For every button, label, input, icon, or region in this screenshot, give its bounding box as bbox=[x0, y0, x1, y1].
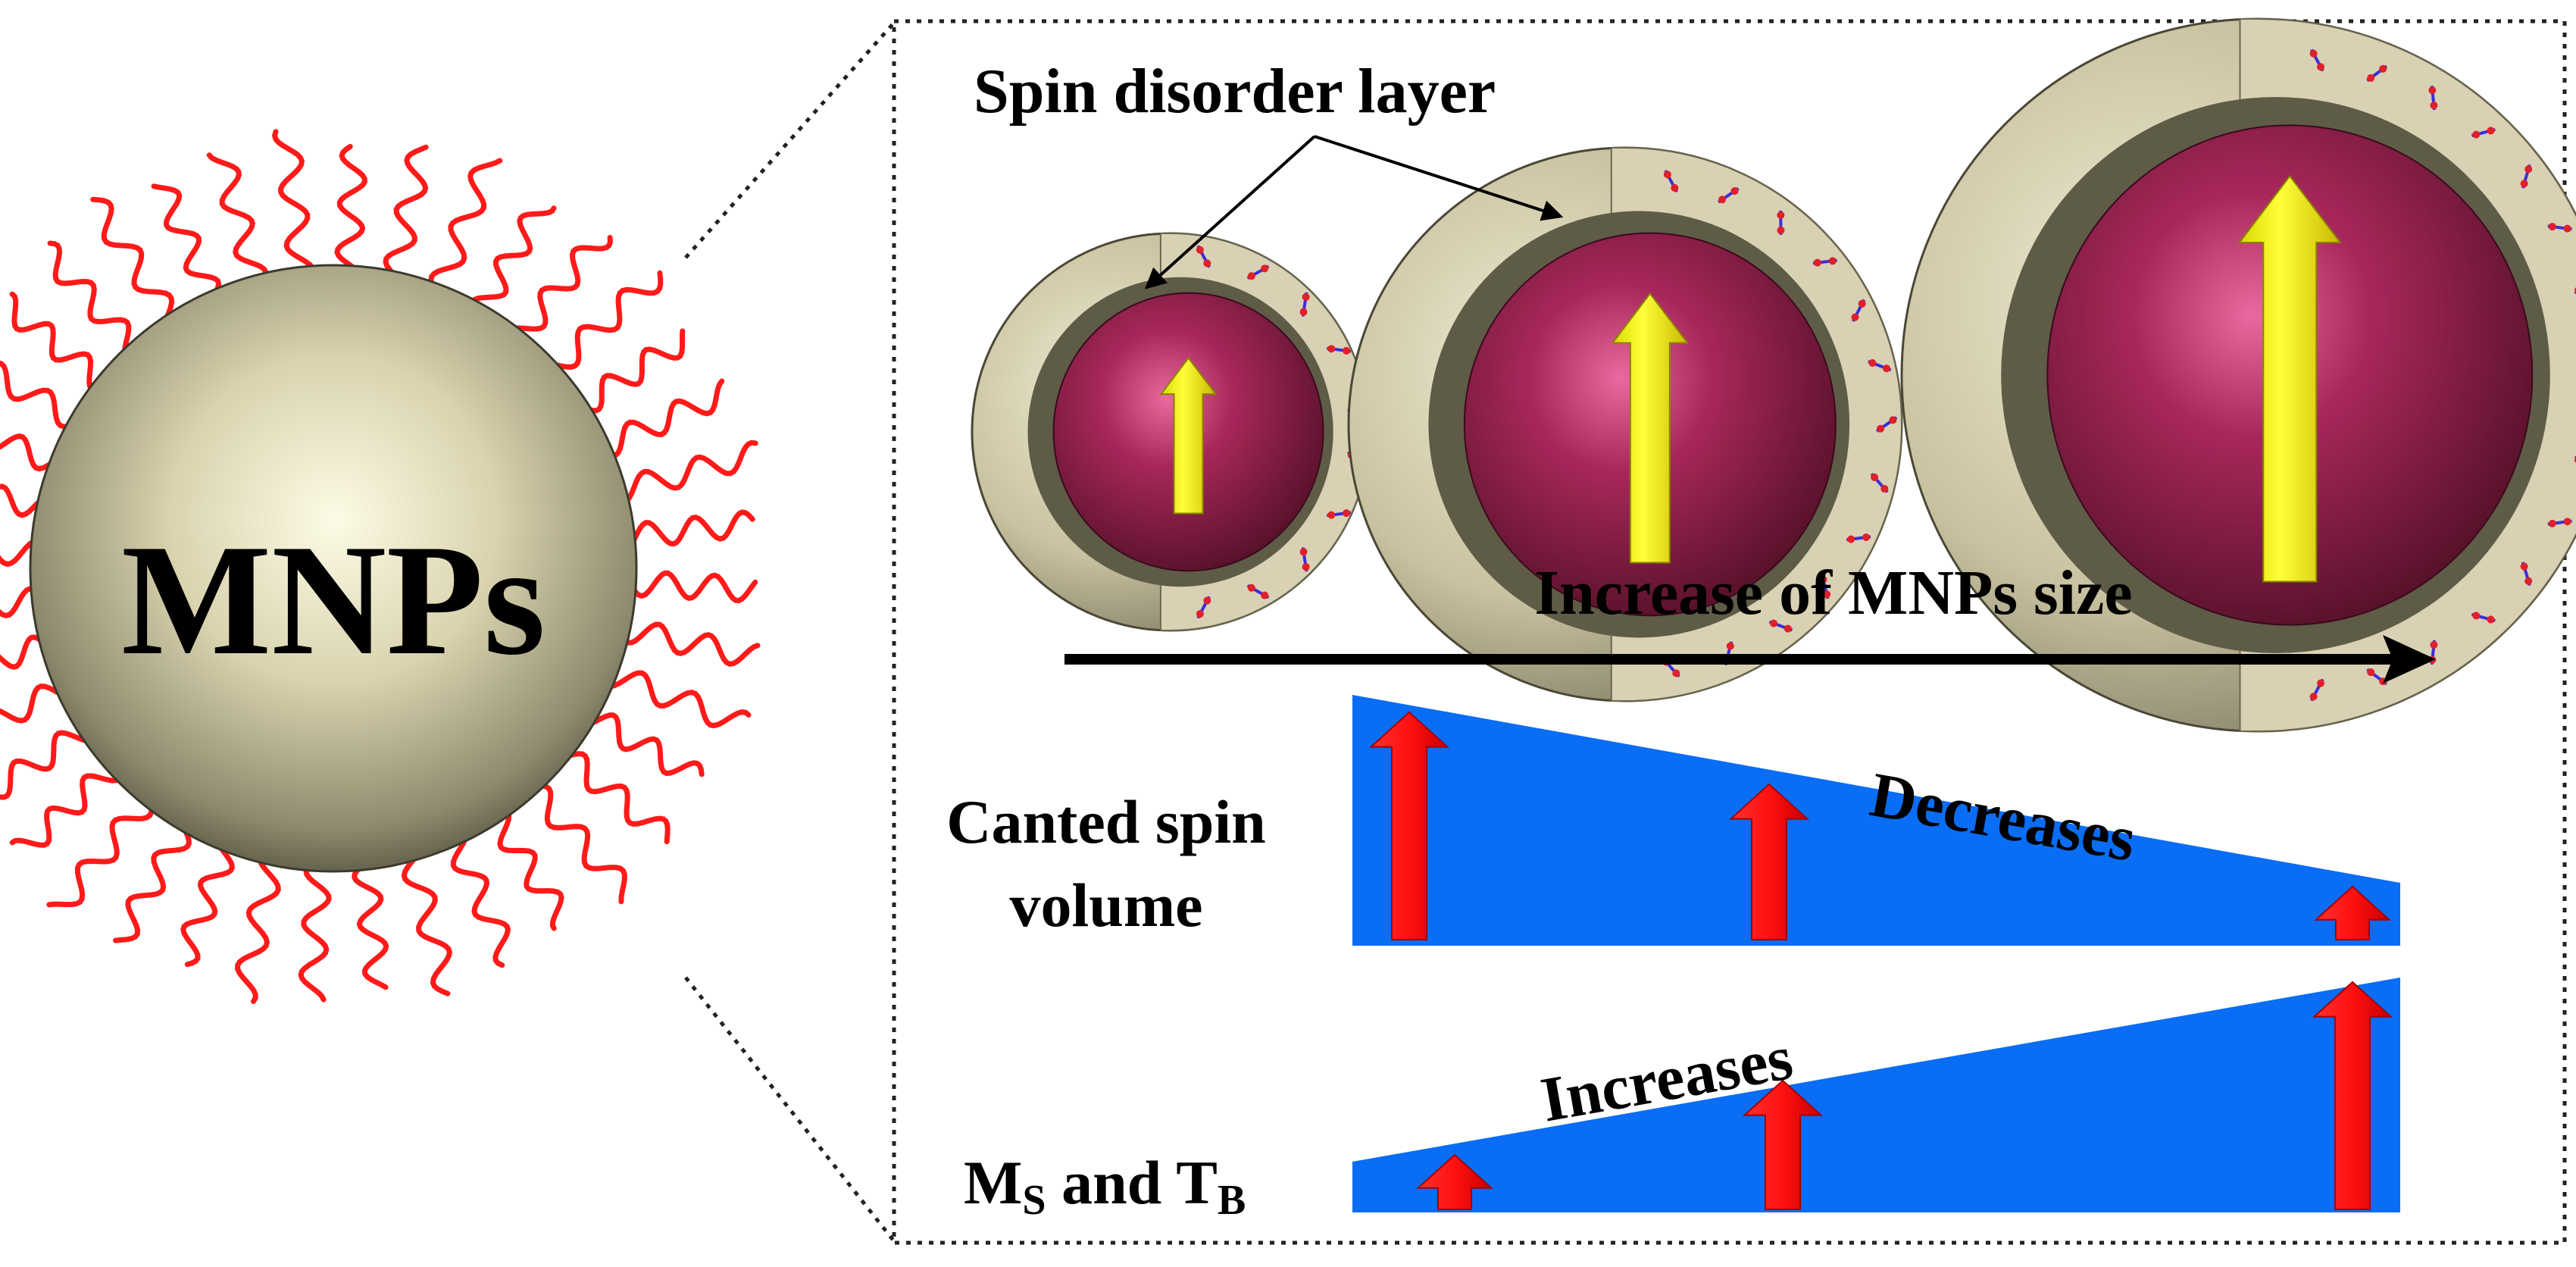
ligand-chain bbox=[431, 161, 500, 289]
ligand-chain bbox=[355, 864, 386, 987]
ligand-chain bbox=[116, 824, 189, 940]
ligand-chain bbox=[275, 132, 314, 272]
ligand-chain bbox=[12, 775, 120, 845]
ligand-chain bbox=[0, 340, 73, 427]
ligand-chain bbox=[0, 733, 91, 797]
ligand-chain bbox=[154, 186, 219, 297]
ligand-chain bbox=[337, 146, 365, 272]
zoom-line-top bbox=[686, 23, 894, 258]
ligand-chain bbox=[583, 331, 683, 411]
spin-dipole-end bbox=[1777, 211, 1784, 219]
spin-disorder-label: Spin disorder layer bbox=[974, 56, 1496, 127]
ligand-chain bbox=[12, 294, 95, 390]
canted-label-line2: volume bbox=[1009, 871, 1202, 940]
tb-subscript: B bbox=[1218, 1177, 1246, 1224]
ligand-chain bbox=[623, 624, 758, 664]
ligand-chain bbox=[630, 512, 752, 546]
ligand-chain bbox=[209, 155, 266, 280]
canted-label-line1: Canted spin bbox=[946, 787, 1266, 856]
ligand-chain bbox=[93, 199, 172, 324]
ligand-chain bbox=[630, 573, 755, 600]
ligand-chain bbox=[624, 443, 756, 502]
ligand-chain bbox=[386, 147, 426, 278]
core-shell-particle bbox=[972, 233, 1369, 630]
ms-and-t: and T bbox=[1046, 1148, 1218, 1217]
size-axis-label: Increase of MNPs size bbox=[1534, 558, 2132, 628]
ligand-chain bbox=[49, 802, 152, 905]
ligand-chain bbox=[453, 834, 508, 965]
ligand-chain bbox=[586, 715, 702, 774]
ligand-chain bbox=[183, 842, 233, 964]
ligand-chain bbox=[50, 243, 129, 356]
ligand-chain bbox=[238, 856, 279, 1001]
ms-subscript: S bbox=[1022, 1177, 1046, 1224]
ligand-chain bbox=[607, 673, 749, 726]
particle-label: MNPs bbox=[121, 512, 546, 688]
zoom-line-bottom bbox=[686, 978, 894, 1241]
ms-tb-label: MS and TB bbox=[964, 1148, 1246, 1224]
spin-dipole-end bbox=[1777, 227, 1784, 234]
ms-symbol: M bbox=[964, 1148, 1022, 1217]
ms-tb-wedge bbox=[1352, 978, 2400, 1212]
ligand-chain bbox=[0, 411, 57, 469]
ligand-chain bbox=[536, 786, 624, 902]
ligand-chain bbox=[404, 853, 449, 993]
ligand-chain bbox=[301, 865, 329, 1000]
ligand-chain bbox=[608, 381, 722, 455]
